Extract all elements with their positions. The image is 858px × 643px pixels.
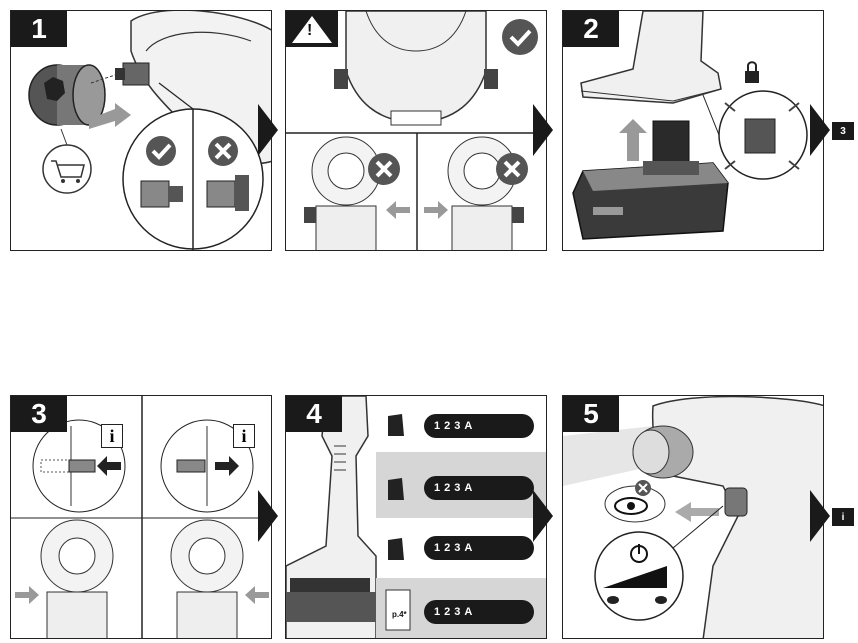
led-light-illustration: [563, 396, 823, 638]
arm-icon: [388, 538, 404, 560]
cross-icon: [375, 160, 393, 178]
warning-icon: !: [307, 22, 313, 39]
belt-clip-illustration: [286, 11, 546, 250]
next-arrow: [533, 104, 553, 156]
rabbit-icon: [655, 596, 667, 604]
step-4-panel: 4 1 2 3 A 1 2 3 A 1 2 3 A 1 2 3 A p.: [285, 395, 547, 639]
next-arrow: [533, 490, 553, 542]
socket-icon: [28, 64, 106, 126]
turtle-icon: [607, 596, 619, 604]
next-arrow: [258, 104, 278, 156]
warning-panel: !: [285, 10, 547, 251]
cross-icon: [503, 160, 521, 178]
cross-icon: [638, 483, 648, 493]
mode-display-2: 1 2 3 A: [424, 476, 534, 500]
next-arrow: [258, 490, 278, 542]
info-ref-badge: i: [832, 508, 854, 526]
check-icon: [509, 29, 532, 47]
step-3-panel: 3 i i: [10, 395, 272, 639]
page-ref-label: p.4*: [392, 610, 407, 619]
step-number: 4: [286, 396, 342, 432]
mode-display-3: 1 2 3 A: [424, 536, 534, 560]
mode-display-4: 1 2 3 A: [424, 600, 534, 624]
cross-icon: [214, 142, 232, 160]
arm-icon: [388, 478, 404, 500]
step-5-panel: 5: [562, 395, 824, 639]
battery-insert-illustration: [572, 11, 808, 240]
info-icon: i: [101, 424, 123, 448]
step-2-panel: 2: [562, 10, 824, 251]
next-arrow: [810, 490, 830, 542]
socket-attach-illustration: [28, 11, 271, 250]
cart-icon: [42, 144, 92, 194]
step-1-panel: 1: [10, 10, 272, 251]
warning-badge: !: [286, 11, 338, 47]
next-arrow: [810, 104, 830, 156]
trigger: [724, 487, 748, 517]
step-number: 3: [11, 396, 67, 432]
step-number: 5: [563, 396, 619, 432]
step-number: 2: [563, 11, 619, 47]
page-ref-badge: 3: [832, 122, 854, 140]
eye-icon: [614, 497, 648, 515]
lock-icon: [745, 71, 759, 83]
info-icon: i: [233, 424, 255, 448]
step-number: 1: [11, 11, 67, 47]
check-icon: [151, 143, 172, 160]
arm-icon: [388, 414, 404, 436]
mode-display-1: 1 2 3 A: [424, 414, 534, 438]
manual-page-icon: [385, 589, 411, 631]
